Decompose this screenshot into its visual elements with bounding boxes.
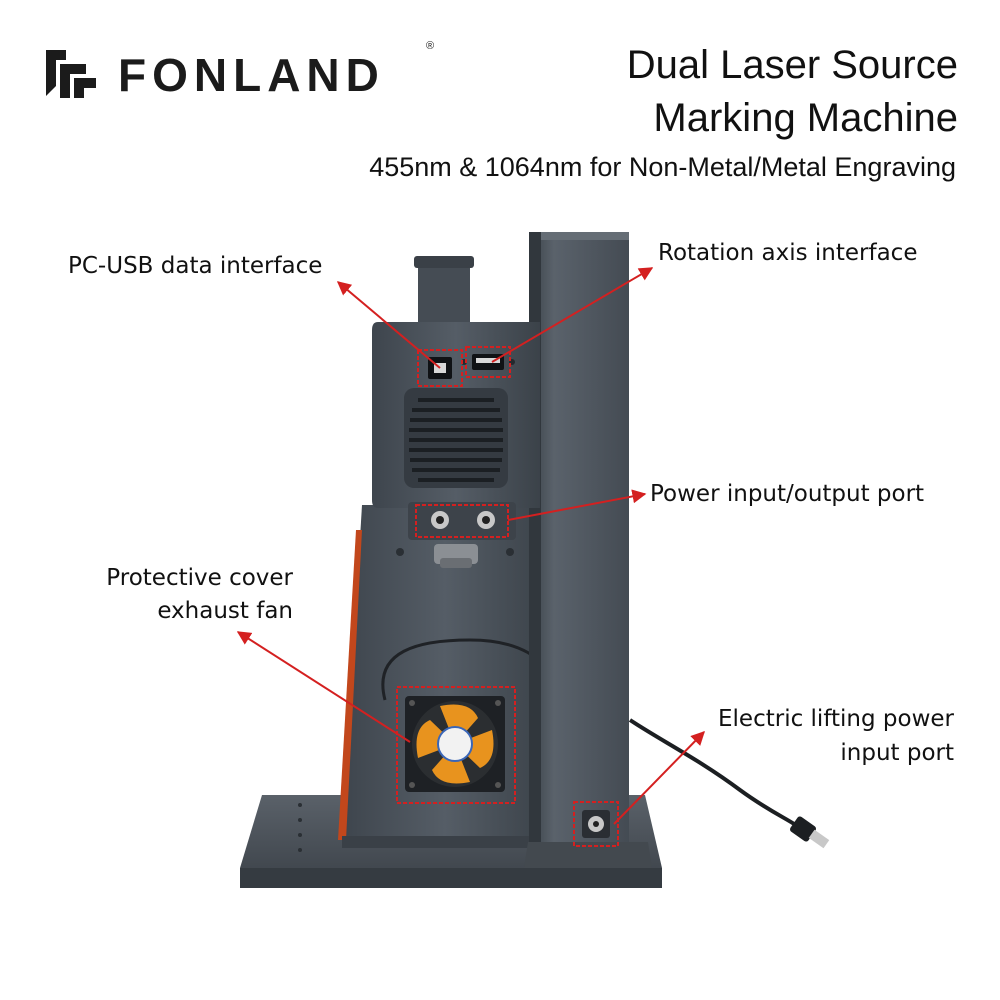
laser-head <box>372 256 540 568</box>
lifting-port-highlight <box>573 801 619 847</box>
label-pc-usb: PC-USB data interface <box>68 253 323 279</box>
fonland-logo-icon <box>46 50 96 98</box>
label-lifting-power-line1: Electric lifting power <box>718 706 954 732</box>
usb-arrow <box>336 281 441 369</box>
rotation-port-highlight <box>465 346 511 378</box>
brand-name: FONLAND <box>118 49 385 101</box>
lifting-power-port <box>582 810 610 838</box>
label-rotation-axis: Rotation axis interface <box>658 240 918 266</box>
label-lifting-power-line2: input port <box>840 740 954 766</box>
fan-arrow <box>236 631 411 743</box>
vertical-pillar <box>524 232 652 868</box>
registered-mark: ® <box>426 40 435 52</box>
fan-highlight <box>396 686 516 804</box>
power-arrow <box>507 489 647 521</box>
usb-port-highlight <box>417 349 463 387</box>
rotation-arrow <box>491 267 654 363</box>
power-port-highlight <box>415 504 509 538</box>
label-protective-fan-line1: Protective cover <box>106 565 293 591</box>
exhaust-fan <box>405 696 505 792</box>
label-protective-fan-line2: exhaust fan <box>157 598 293 624</box>
page-subtitle: 455nm & 1064nm for Non-Metal/Metal Engra… <box>369 152 956 182</box>
page-title-line2: Marking Machine <box>653 96 958 140</box>
dc-power-cable <box>628 718 830 849</box>
label-power-io: Power input/output port <box>650 481 925 507</box>
page-title-line1: Dual Laser Source <box>626 43 958 87</box>
lifting-arrow <box>613 730 705 825</box>
